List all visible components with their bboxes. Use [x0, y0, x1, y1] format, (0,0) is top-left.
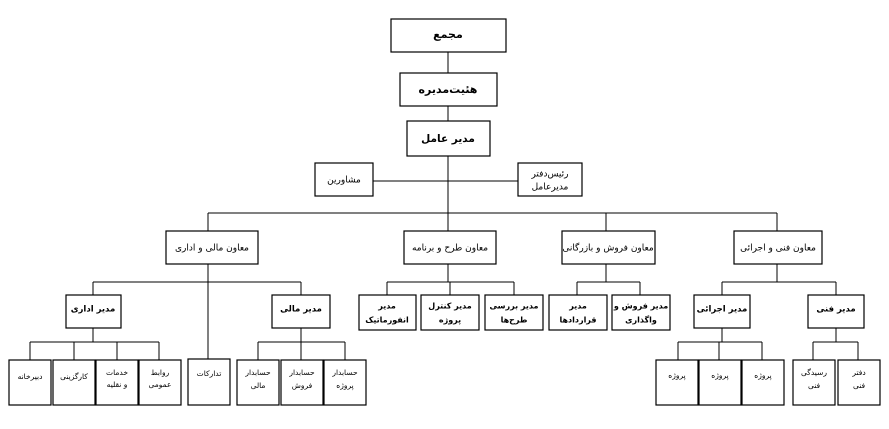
node-tech-manager-label: مدیر فنی — [816, 305, 855, 315]
node-accountant-project-line2: پروژه — [336, 381, 353, 390]
node-secretariat: دبیرخانه — [8, 359, 52, 406]
node-technical-office-line1: دفتر — [851, 368, 865, 377]
node-assembly: مجمع — [390, 18, 507, 53]
node-office-head: رئیس‌دفتر مدیرعامل — [517, 162, 583, 197]
node-accountant-sales-line1: حسابدار — [288, 368, 315, 377]
node-accountant-finance-line1: حسابدار — [244, 368, 271, 377]
node-deputy-sales-label: معاون فروش و بازرگانی — [562, 242, 654, 254]
node-contracts-manager-line1: مدیر — [568, 302, 587, 311]
node-procurement-label: تدارکات — [197, 369, 222, 378]
node-board-label: هئیت‌مدیره — [419, 83, 478, 96]
node-deputy-admin: معاون مالی و اداری — [165, 230, 259, 265]
node-project-control-manager-line2: پروژه — [439, 316, 461, 325]
node-admin-manager-label: مدیر اداری — [71, 305, 115, 315]
node-technical-review: رسیدگی فنی — [792, 359, 836, 406]
node-deputy-tech-label: معاون فنی و اجرائی — [740, 244, 816, 254]
node-accountant-finance: حسابدار مالی — [236, 359, 280, 406]
node-tech-manager: مدیر فنی — [807, 294, 865, 329]
node-project-control-manager-line1: مدیر کنترل — [428, 302, 471, 311]
node-it-manager: مدیر انفورماتیک — [358, 294, 417, 331]
node-project-c: پروژه — [741, 359, 785, 406]
node-deputy-tech: معاون فنی و اجرائی — [733, 230, 823, 265]
node-project-control-manager: مدیر کنترل پروژه — [420, 294, 480, 331]
node-advisors-label: مشاورین — [327, 176, 361, 186]
node-deputy-plan-label: معاون طرح و برنامه — [412, 244, 488, 254]
node-project-a-label: پروژه — [668, 371, 685, 380]
node-ceo-label: مدیر عامل — [421, 133, 475, 145]
node-personnel-label: کارگزینی — [60, 372, 88, 381]
node-services-line2: و نقلیه — [107, 380, 128, 389]
node-it-manager-line2: انفورماتیک — [365, 316, 409, 325]
node-accountant-project-line1: حسابدار — [331, 368, 358, 377]
node-sales-manager-line2: واگذاری — [625, 315, 657, 325]
node-it-manager-line1: مدیر — [377, 302, 396, 311]
node-review-manager: مدیر بررسی طرح‌ها — [484, 294, 544, 331]
node-deputy-sales: معاون فروش و بازرگانی — [561, 230, 656, 265]
node-ceo: مدیر عامل — [406, 120, 491, 157]
node-contracts-manager-line2: قراردادها — [559, 316, 596, 325]
node-secretariat-label: دبیرخانه — [18, 372, 43, 381]
node-project-a: پروژه — [655, 359, 699, 406]
node-accountant-finance-line2: مالی — [251, 381, 266, 390]
node-technical-review-line2: فنی — [808, 381, 821, 390]
node-board: هئیت‌مدیره — [399, 72, 498, 107]
node-office-head-line2: مدیرعامل — [532, 183, 569, 193]
node-personnel: کارگزینی — [52, 359, 96, 406]
node-technical-office: دفتر فنی — [837, 359, 881, 406]
node-deputy-admin-label: معاون مالی و اداری — [175, 244, 249, 254]
node-project-b: پروژه — [698, 359, 742, 406]
node-finance-manager: مدیر مالی — [271, 294, 331, 329]
node-accountant-project: حسابدار پروژه — [323, 359, 367, 406]
node-assembly-label: مجمع — [433, 28, 463, 41]
node-public-relations: روابط عمومی — [138, 359, 182, 406]
node-review-manager-line1: مدیر بررسی — [490, 302, 539, 311]
node-executive-manager-label: مدیر اجرائی — [697, 305, 748, 315]
node-sales-manager-line1: مدیر فروش و — [613, 302, 668, 312]
node-technical-review-line1: رسیدگی — [801, 368, 827, 377]
node-project-c-label: پروژه — [754, 371, 771, 380]
node-public-relations-line1: روابط — [151, 368, 170, 377]
node-services: خدمات و نقلیه — [95, 359, 139, 406]
node-sales-manager: مدیر فروش و واگذاری — [611, 294, 671, 331]
node-executive-manager: مدیر اجرائی — [693, 294, 751, 329]
node-technical-office-line2: فنی — [853, 381, 866, 390]
connector-lines — [29, 52, 859, 360]
node-public-relations-line2: عمومی — [149, 380, 172, 389]
node-contracts-manager: مدیر قراردادها — [548, 294, 608, 331]
node-accountant-sales: حسابدار فروش — [280, 359, 324, 406]
node-project-b-label: پروژه — [711, 371, 728, 380]
node-procurement: تدارکات — [187, 358, 231, 406]
node-office-head-line1: رئیس‌دفتر — [530, 170, 568, 180]
node-review-manager-line2: طرح‌ها — [501, 316, 528, 325]
node-accountant-sales-line2: فروش — [292, 381, 313, 390]
node-finance-manager-label: مدیر مالی — [280, 305, 322, 315]
node-advisors: مشاورین — [314, 162, 374, 197]
node-deputy-plan: معاون طرح و برنامه — [403, 230, 497, 265]
node-admin-manager: مدیر اداری — [65, 294, 122, 329]
node-services-line1: خدمات — [106, 368, 128, 377]
